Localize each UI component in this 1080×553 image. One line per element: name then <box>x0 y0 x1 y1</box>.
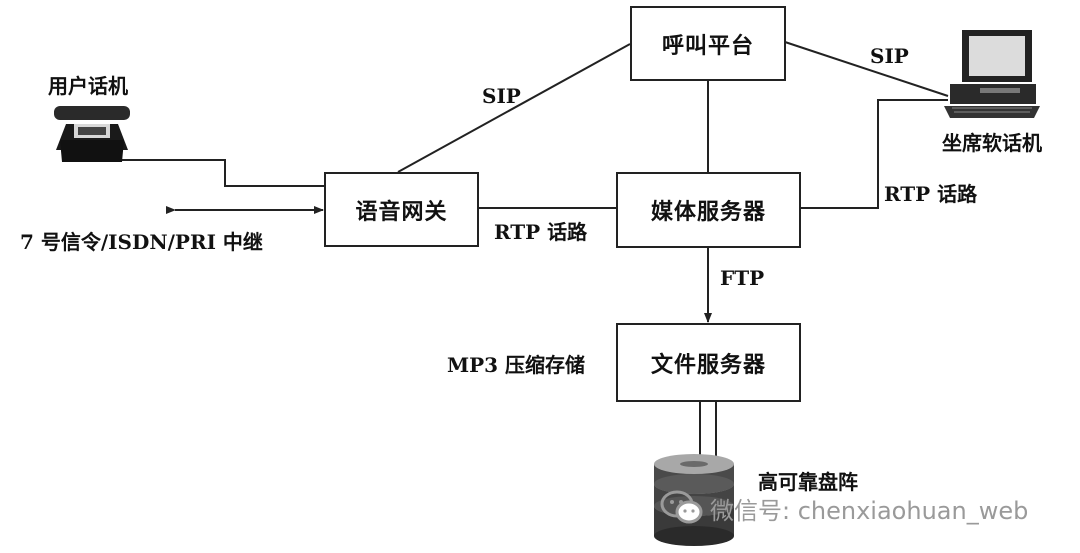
voice-gateway-label: 语音网关 <box>355 199 448 225</box>
call-platform-label: 呼叫平台 <box>661 33 754 59</box>
file-server-label: 文件服务器 <box>650 352 766 378</box>
user-phone-label: 用户话机 <box>48 74 128 98</box>
sip-gateway-line <box>397 43 631 173</box>
voice-gateway-box: 语音网关 <box>324 172 479 247</box>
sip-softphone-label: SIP <box>870 44 909 68</box>
rtp-gateway-label: RTP 话路 <box>494 220 588 244</box>
mp3-storage-label: MP3 压缩存储 <box>447 353 586 377</box>
wechat-icon <box>660 490 703 524</box>
agent-softphone-label: 坐席软话机 <box>942 131 1042 155</box>
watermark-text: 微信号: chenxiaohuan_web <box>710 496 1029 525</box>
telephone-icon <box>54 106 130 162</box>
watermark: 微信号: chenxiaohuan_web <box>660 488 1028 528</box>
media-server-label: 媒体服务器 <box>650 200 766 225</box>
phone-gateway-line <box>120 159 325 187</box>
rtp-softphone-label: RTP 话路 <box>884 182 978 206</box>
media-server-box: 媒体服务器 <box>616 172 801 248</box>
sip-gateway-label: SIP <box>482 84 521 108</box>
computer-icon <box>944 30 1040 118</box>
rtp-softphone-line <box>800 99 948 209</box>
ftp-label: FTP <box>720 266 765 290</box>
file-server-box: 文件服务器 <box>616 323 801 402</box>
call-platform-box: 呼叫平台 <box>630 6 786 81</box>
trunk-label: 7 号信令/ISDN/PRI 中继 <box>20 230 263 254</box>
disk-array-label: 高可靠盘阵 <box>758 470 858 494</box>
sip-softphone-line <box>784 41 949 97</box>
